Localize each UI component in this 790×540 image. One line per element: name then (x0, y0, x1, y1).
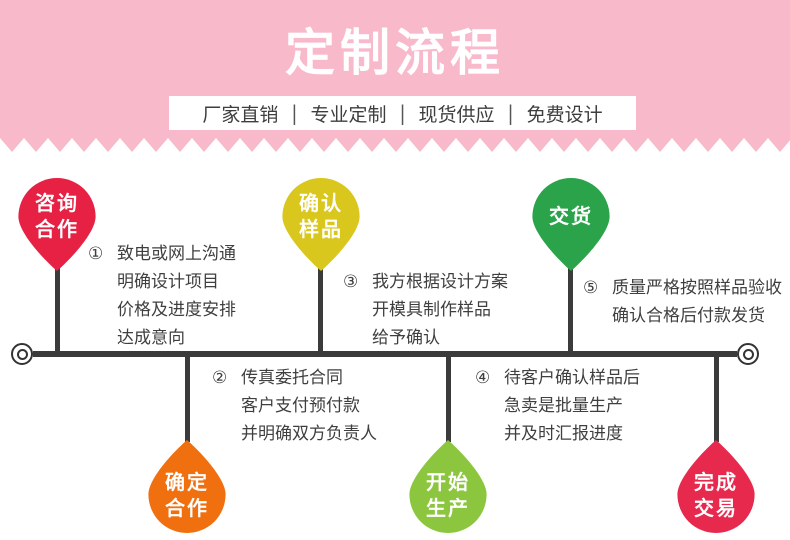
step-number: ⑤ (583, 278, 599, 298)
balloon-shape (409, 440, 487, 533)
step-text: 质量严格按照样品验收 确认合格后付款发货 (612, 278, 782, 326)
balloon-label: 完成交易 (694, 470, 738, 520)
balloon-stem (714, 354, 719, 442)
step-text: 传真委托合同 客户支付预付款 并明确双方负责人 (241, 368, 377, 444)
step-number: ④ (475, 368, 491, 388)
balloon-label: 确定合作 (165, 470, 209, 520)
subtitle-divider: | (291, 100, 298, 126)
subtitle-item: 免费设计 (526, 103, 603, 126)
balloon-start-production: 开始生产 (403, 440, 493, 533)
zigzag-border (0, 138, 790, 152)
balloon-label: 确认样品 (299, 191, 343, 241)
step-text: 待客户确认样品后 急卖是批量生产 并及时汇报进度 (504, 368, 640, 444)
balloon-complete-transaction: 完成交易 (671, 440, 761, 533)
balloon-label: 开始生产 (426, 470, 470, 520)
balloon-shape (282, 178, 360, 271)
page-title: 定制流程 (285, 24, 505, 82)
balloon-stem (55, 262, 60, 354)
balloon-stem (568, 262, 573, 354)
subtitle-item: 专业定制 (310, 103, 387, 126)
timeline-end-ring-left (11, 343, 33, 365)
subtitle-divider: | (399, 100, 406, 126)
step-3: ③ 我方根据设计方案 开模具制作样品 给予确认 (343, 268, 508, 352)
timeline-bar (33, 351, 737, 357)
step-2: ② 传真委托合同 客户支付预付款 并明确双方负责人 (212, 364, 377, 448)
balloon-stem (185, 354, 190, 442)
subtitle-item: 现货供应 (418, 103, 495, 126)
balloon-consult-cooperation: 咨询合作 (12, 178, 102, 271)
balloon-label: 交货 (549, 204, 593, 228)
step-text: 致电或网上沟通 明确设计项目 价格及进度安排 达成意向 (117, 244, 236, 348)
balloon-shape (18, 178, 96, 271)
balloon-confirm-cooperation: 确定合作 (142, 440, 232, 533)
balloon-label: 咨询合作 (35, 191, 79, 241)
step-1: ① 致电或网上沟通 明确设计项目 价格及进度安排 达成意向 (88, 240, 236, 352)
balloon-confirm-sample: 确认样品 (276, 178, 366, 271)
step-4: ④ 待客户确认样品后 急卖是批量生产 并及时汇报进度 (475, 364, 640, 448)
step-5: ⑤ 质量严格按照样品验收 确认合格后付款发货 (583, 274, 782, 330)
balloon-shape (677, 440, 755, 533)
step-number: ① (88, 244, 104, 264)
balloon-shape (532, 178, 610, 271)
balloon-shape (148, 440, 226, 533)
subtitle-item: 厂家直销 (202, 103, 279, 126)
step-number: ② (212, 368, 228, 388)
subtitle-divider: | (507, 100, 514, 126)
balloon-stem (446, 354, 451, 442)
balloon-delivery: 交货 (526, 178, 616, 271)
step-number: ③ (343, 272, 359, 292)
step-text: 我方根据设计方案 开模具制作样品 给予确认 (372, 272, 508, 348)
subtitle-bar: 厂家直销 | 专业定制 | 现货供应 | 免费设计 (169, 96, 636, 130)
timeline-end-ring-right (737, 343, 759, 365)
header: 定制流程 厂家直销 | 专业定制 | 现货供应 | 免费设计 (0, 0, 790, 138)
balloon-stem (318, 262, 323, 354)
